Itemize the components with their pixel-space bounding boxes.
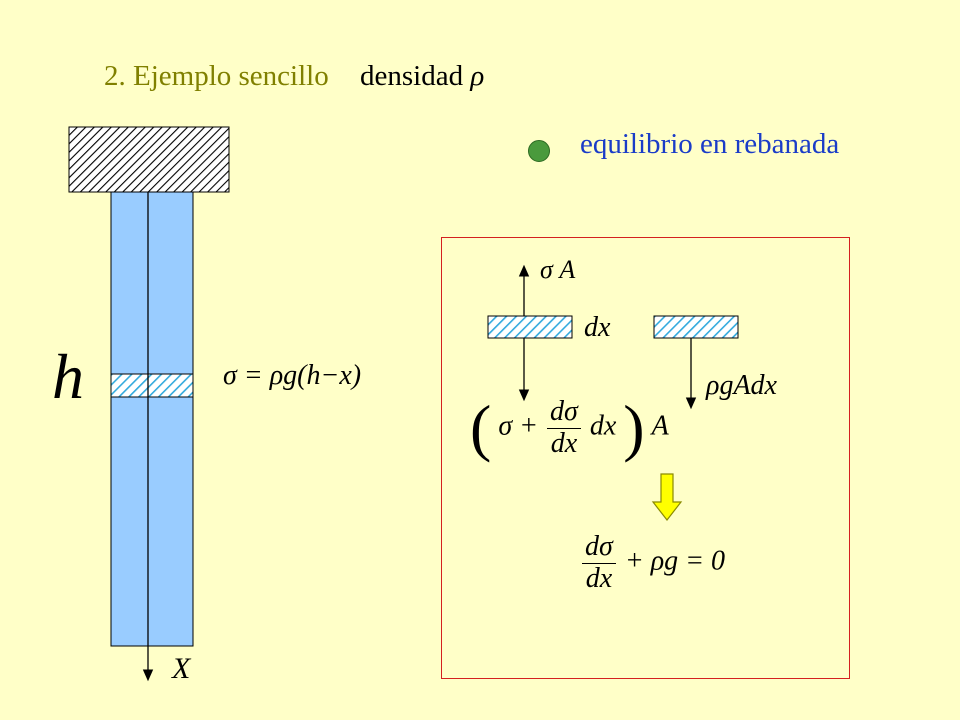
right-paren: ) xyxy=(623,392,645,463)
panel-slice-right xyxy=(653,315,739,339)
page-title: 2. Ejemplo sencillo xyxy=(104,60,329,92)
axis-label: X xyxy=(172,652,191,685)
final-numerator: dσ xyxy=(582,531,616,564)
bottom-force-label: ( σ + dσ dx dx ) A xyxy=(470,396,669,460)
height-label: h xyxy=(52,341,84,412)
weight-label: ρgAdx xyxy=(706,370,777,401)
density-word: densidad xyxy=(360,60,464,92)
fraction-denominator: dx xyxy=(550,427,578,459)
left-paren: ( xyxy=(470,392,492,463)
panel-slice-left xyxy=(487,315,573,339)
slice-width-label: dx xyxy=(584,312,611,343)
bottom-force-dx: dx xyxy=(589,410,617,442)
fraction-numerator: dσ xyxy=(547,396,581,429)
implies-arrow-icon xyxy=(651,473,683,521)
bottom-force-fraction: dσ dx xyxy=(547,396,581,460)
final-rest: + ρg = 0 xyxy=(624,545,726,577)
density-label: densidad ρ xyxy=(360,60,484,93)
equilibrium-panel xyxy=(441,237,850,679)
column-slice xyxy=(110,373,194,398)
column-bar xyxy=(110,191,194,647)
bottom-force-area: A xyxy=(651,410,669,442)
final-equation: dσ dx + ρg = 0 xyxy=(580,531,726,595)
bullet-text: equilibrio en rebanada xyxy=(580,128,840,160)
bottom-force-sigma: σ + xyxy=(498,410,539,442)
ceiling-support xyxy=(68,126,230,193)
density-symbol: ρ xyxy=(470,60,485,92)
final-denominator: dx xyxy=(585,562,613,594)
final-fraction: dσ dx xyxy=(582,531,616,595)
bullet-dot xyxy=(528,140,550,162)
top-force-label: σ A xyxy=(540,255,576,284)
stress-equation: σ = ρg(h−x) xyxy=(223,360,362,391)
